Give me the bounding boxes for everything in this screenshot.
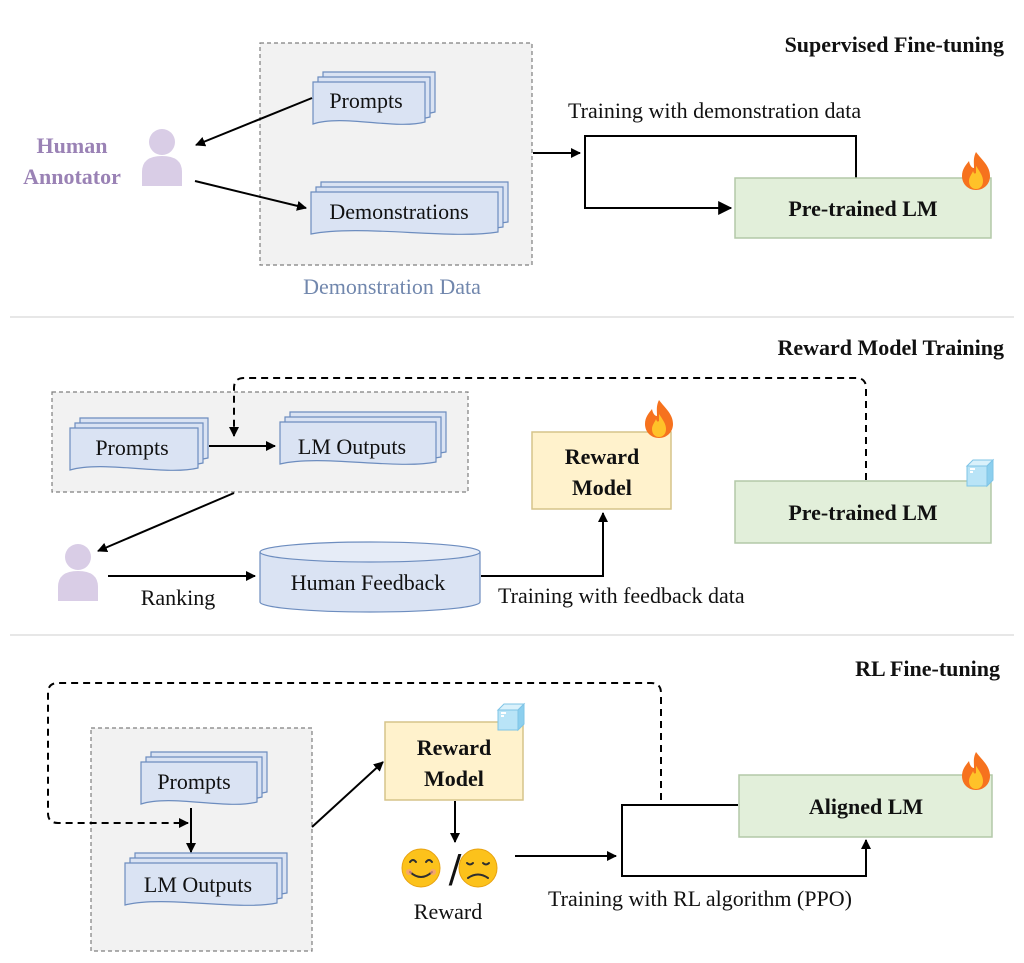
sft-prompts-label: Prompts: [329, 88, 402, 113]
rm-prompts-label: Prompts: [95, 435, 168, 460]
demonstration-data-caption: Demonstration Data: [303, 274, 481, 299]
arrow-feedback-to-reward-model: [481, 512, 608, 577]
rl-aligned-lm-label: Aligned LM: [809, 794, 924, 819]
disappointed-face-icon: [458, 848, 498, 888]
sft-demonstrations-label: Demonstrations: [329, 199, 468, 224]
rl-reward-caption: Reward: [414, 899, 482, 924]
sft-demonstrations-doc-stack: [310, 181, 509, 235]
arrow-outputs-to-human: [97, 492, 235, 553]
human-annotator-label-line1: Human: [37, 133, 108, 158]
rl-reward-model-label-line1: Reward: [417, 735, 492, 760]
sft-pretrained-lm-box: [734, 177, 992, 239]
rm-reward-model-label-line2: Model: [572, 475, 632, 500]
sft-prompts-doc-stack: [312, 71, 436, 125]
rl-outputs-label: LM Outputs: [144, 872, 252, 897]
human-annotator-person-icon: [142, 129, 182, 186]
section-title-rl: RL Fine-tuning: [855, 656, 1000, 681]
arrow-prompts-to-annotator: [195, 97, 313, 147]
sft-pretrained-lm-label: Pre-trained LM: [788, 196, 938, 221]
human-annotator-label-line2: Annotator: [23, 164, 121, 189]
rl-ice-cube-icon: [497, 703, 525, 731]
human-feedback-database: [259, 541, 481, 613]
rm-ice-cube-icon: [966, 459, 994, 487]
smiling-face-icon: [401, 848, 441, 888]
rl-prompts-label: Prompts: [157, 769, 230, 794]
rm-prompts-doc-stack: [69, 417, 209, 471]
rl-reward-model-box: [384, 721, 524, 801]
rm-edge-label: Training with feedback data: [498, 583, 745, 608]
reward-separator: /: [449, 847, 462, 891]
sft-fire-icon: [962, 152, 990, 190]
section-title-sft: Supervised Fine-tuning: [785, 32, 1004, 57]
rm-reward-model-label-line1: Reward: [565, 444, 640, 469]
rl-reward-model-label-line2: Model: [424, 766, 484, 791]
rm-ranking-label: Ranking: [141, 585, 216, 610]
rm-human-person-icon: [58, 544, 98, 601]
rm-outputs-doc-stack: [279, 411, 447, 465]
rl-outputs-doc-stack: [124, 852, 288, 906]
rm-outputs-label: LM Outputs: [298, 434, 406, 459]
rl-edge-label: Training with RL algorithm (PPO): [548, 886, 852, 911]
rm-pretrained-lm-label: Pre-trained LM: [788, 500, 938, 525]
rm-pretrained-lm-box: [734, 480, 992, 544]
rm-dashed-generation-path: [229, 377, 867, 480]
rl-dashed-generation-path: [47, 682, 662, 828]
rl-training-path: [621, 804, 871, 877]
section-title-rm: Reward Model Training: [777, 335, 1004, 360]
rl-prompts-doc-stack: [140, 751, 268, 805]
rl-fire-icon: [962, 752, 990, 790]
rm-feedback-label: Human Feedback: [291, 570, 446, 595]
rm-fire-icon: [645, 400, 673, 438]
sft-edge-label: Training with demonstration data: [568, 98, 861, 123]
arrow-annotator-to-demonstrations: [194, 180, 307, 211]
rm-reward-model-box: [531, 431, 672, 510]
sft-training-path: [584, 135, 857, 215]
rl-aligned-lm-box: [738, 774, 993, 838]
arrow-outputs-to-reward-model: [311, 761, 384, 828]
